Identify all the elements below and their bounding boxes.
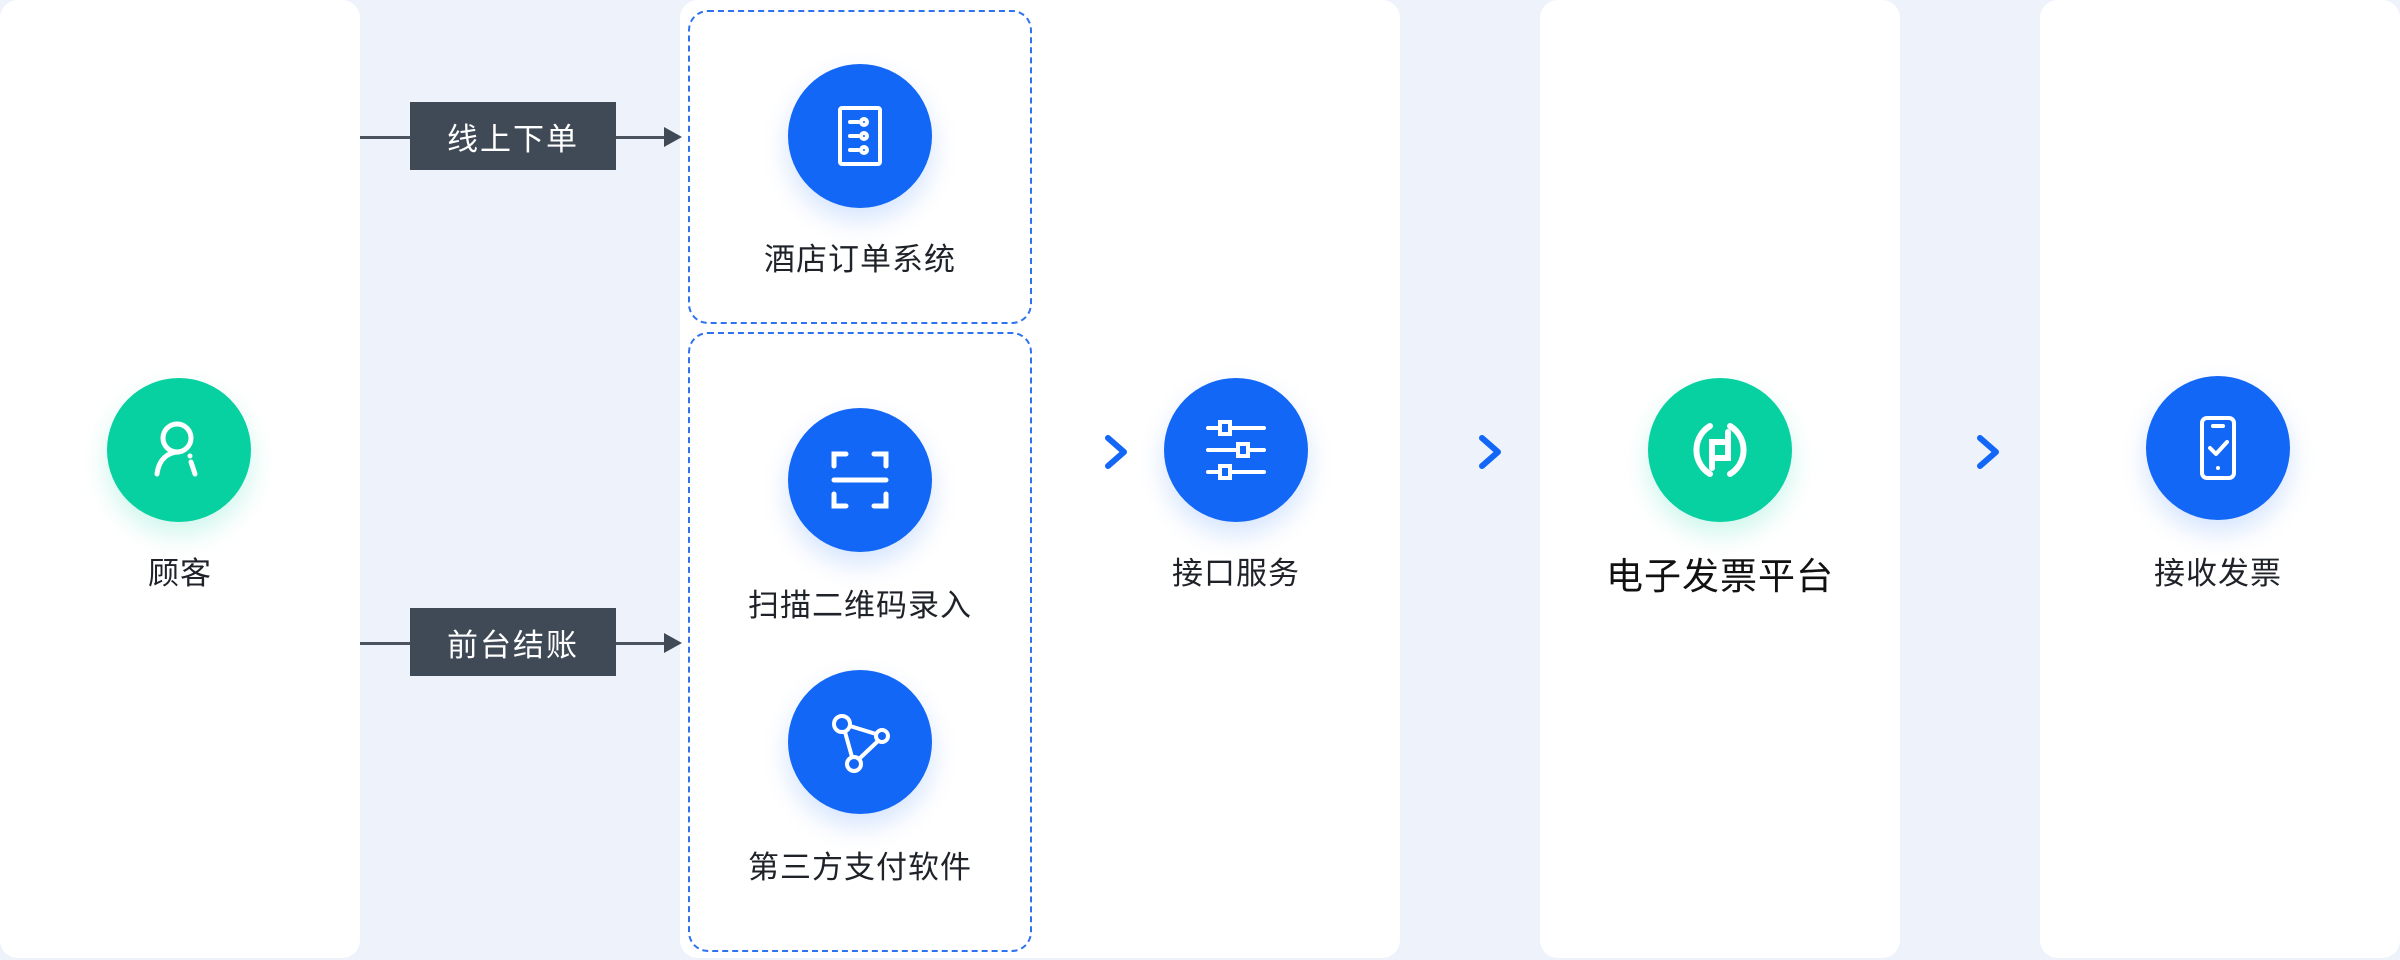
order-system-label: 酒店订单系统	[764, 242, 956, 278]
scan-entry-node	[788, 408, 932, 552]
network-nodes-icon	[832, 714, 890, 773]
channel-tag-online: 线上下单	[410, 102, 616, 170]
scan-icon	[831, 451, 889, 509]
connector-line	[360, 642, 410, 645]
interface-service-node	[1164, 378, 1308, 522]
arrowhead	[664, 633, 682, 653]
receive-invoice-label: 接收发票	[2154, 556, 2282, 592]
flow-arrow	[1938, 435, 1999, 469]
customer-node	[107, 378, 251, 522]
connector-line	[616, 642, 668, 645]
flow-arrow	[1440, 435, 1501, 469]
phone-check-icon	[2200, 416, 2236, 480]
third-party-payment-label: 第三方支付软件	[748, 850, 972, 886]
third-party-payment-node	[788, 670, 932, 814]
interface-service-label: 接口服务	[1172, 556, 1300, 592]
sliders-icon	[1206, 420, 1266, 480]
flow-arrow	[1066, 435, 1127, 469]
platform-logo-icon	[1693, 423, 1747, 477]
connector-line	[360, 136, 410, 139]
invoice-platform-node	[1648, 378, 1792, 522]
invoice-platform-label: 电子发票平台	[1606, 555, 1834, 598]
arrowhead	[664, 127, 682, 147]
connector-line	[616, 136, 668, 139]
order-system-node	[788, 64, 932, 208]
document-list-icon	[838, 106, 882, 166]
scan-entry-label: 扫描二维码录入	[748, 588, 972, 624]
customer-label: 顾客	[148, 556, 212, 592]
channel-tag-frontdesk: 前台结账	[410, 608, 616, 676]
receive-invoice-node	[2146, 376, 2290, 520]
user-icon	[154, 421, 198, 477]
